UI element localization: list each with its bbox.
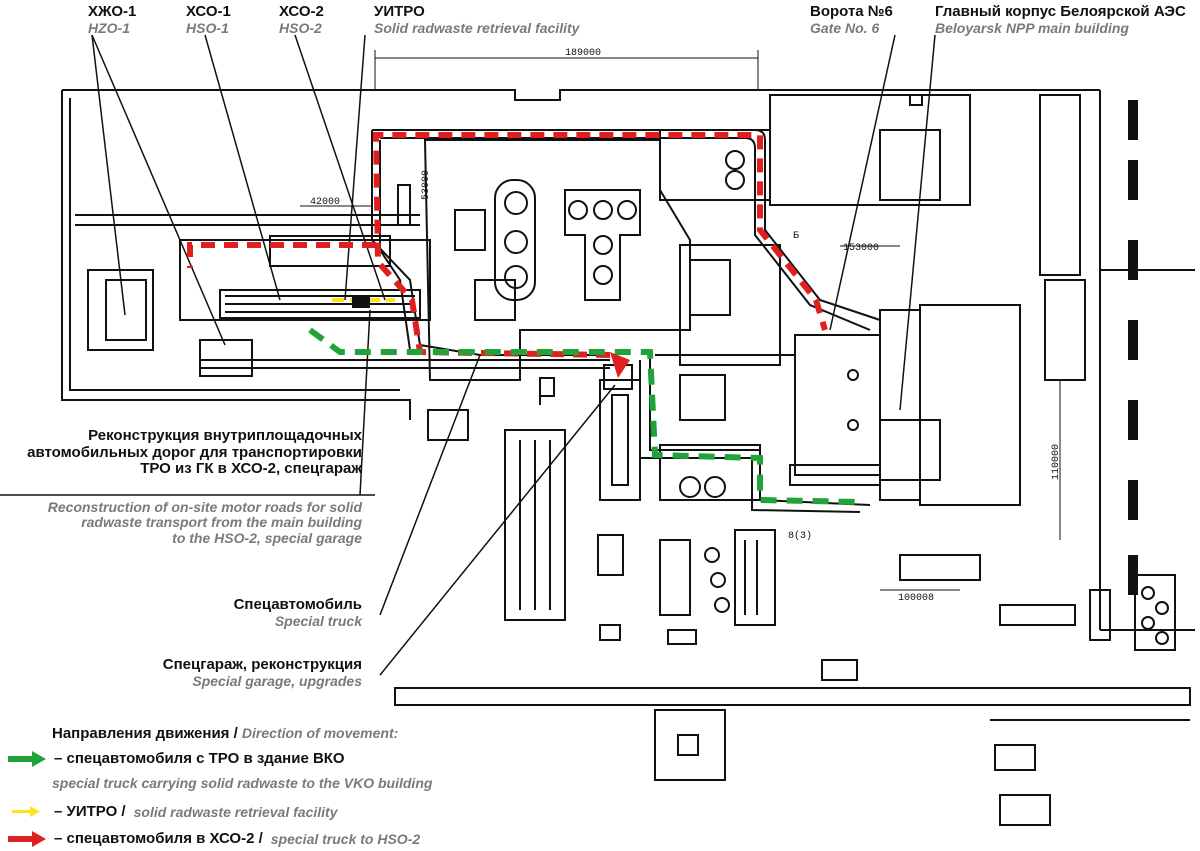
label-hso1-ru: ХСО-1 bbox=[186, 3, 231, 20]
label-hso2-ru: ХСО-2 bbox=[279, 3, 324, 20]
legend-item-green-ru: – спецавтомобиля с ТРО в здание ВКО bbox=[54, 750, 345, 767]
label-hso1: ХСО-1 HSO-1 bbox=[186, 3, 231, 36]
legend-item-yellow-en: solid radwaste retrieval facility bbox=[133, 803, 338, 820]
label-hso2: ХСО-2 HSO-2 bbox=[279, 3, 324, 36]
central-blocks bbox=[397, 139, 691, 381]
legend-title-en: Direction of movement: bbox=[241, 725, 399, 741]
column-markers bbox=[1128, 100, 1138, 595]
legend-item-green: – спецавтомобиля с ТРО в здание ВКО bbox=[8, 750, 345, 767]
label-gate6-ru: Ворота №6 bbox=[810, 3, 893, 20]
callout-truck-en: Special truck bbox=[274, 612, 362, 629]
callout-roads-en-2: radwaste transport from the main buildin… bbox=[81, 514, 362, 531]
dimension-189000: 189000 bbox=[565, 48, 601, 59]
special-truck-icon bbox=[352, 296, 370, 308]
legend-title: Направления движения / Direction of move… bbox=[52, 725, 398, 742]
legend-item-yellow-ru: – УИТРО / bbox=[54, 803, 126, 820]
mark-8-3: 8(3) bbox=[788, 530, 812, 542]
legend-item-red-ru: – спецавтомобиля в ХСО-2 / bbox=[54, 830, 263, 847]
label-uitro: УИТРО Solid radwaste retrieval facility bbox=[374, 3, 580, 36]
callout-roads: Реконструкция внутриплощадочных автомоби… bbox=[27, 427, 362, 478]
mark-b: Б bbox=[793, 231, 799, 242]
dimension-42000: 42000 bbox=[310, 197, 340, 208]
label-hso2-en: HSO-2 bbox=[279, 19, 322, 36]
leader-lines bbox=[0, 34, 936, 676]
callout-roads-en-1: Reconstruction of on-site motor roads fo… bbox=[47, 499, 362, 515]
callout-truck: Спецавтомобиль Special truck bbox=[233, 596, 362, 629]
label-main-building: Главный корпус Белоярской АЭС Beloyarsk … bbox=[935, 3, 1186, 36]
site-boundary bbox=[61, 89, 1191, 706]
legend-item-red-en: special truck to HSO-2 bbox=[270, 830, 421, 847]
dimension-texts: 189000 42000 53000 153000 110000 100008 … bbox=[310, 48, 1062, 604]
callout-roads-ru-2: автомобильных дорог для транспортировки bbox=[27, 443, 362, 461]
callout-roads-ru-3: ТРО из ГК в ХСО-2, спецгараж bbox=[140, 460, 362, 477]
callout-roads-en-3: to the HSO-2, special garage bbox=[172, 529, 362, 546]
red-route bbox=[187, 132, 828, 358]
callout-garage: Спецгараж, реконструкция Special garage,… bbox=[162, 656, 362, 689]
upper-right-blocks bbox=[659, 94, 1195, 631]
callout-garage-en: Special garage, upgrades bbox=[192, 672, 362, 689]
dimension-lines bbox=[300, 50, 1061, 591]
special-garage-icon bbox=[603, 352, 633, 390]
legend-item-yellow: – УИТРО / solid radwaste retrieval facil… bbox=[8, 803, 337, 820]
callout-garage-ru: Спецгараж, реконструкция bbox=[162, 656, 362, 673]
label-hzo1-ru: ХЖО-1 bbox=[88, 3, 137, 20]
red-arrow-icon bbox=[8, 830, 46, 847]
label-main-building-ru: Главный корпус Белоярской АЭС bbox=[935, 3, 1186, 20]
label-uitro-en: Solid radwaste retrieval facility bbox=[374, 19, 580, 36]
label-hzo1: ХЖО-1 HZO-1 bbox=[88, 3, 137, 36]
label-hso1-en: HSO-1 bbox=[186, 19, 229, 36]
callout-roads-ru-1: Реконструкция внутриплощадочных bbox=[88, 427, 362, 444]
label-gate6: Ворота №6 Gate No. 6 bbox=[810, 3, 893, 36]
label-main-building-en: Beloyarsk NPP main building bbox=[935, 19, 1129, 36]
legend-item-green-en: special truck carrying solid radwaste to… bbox=[52, 775, 433, 791]
dimension-100008: 100008 bbox=[898, 593, 934, 604]
left-buildings bbox=[75, 214, 431, 377]
legend-item-red: – спецавтомобиля в ХСО-2 / special truck… bbox=[8, 830, 420, 847]
callout-truck-ru: Спецавтомобиль bbox=[233, 596, 362, 613]
lower-blocks bbox=[427, 377, 1190, 826]
main-building-block bbox=[599, 244, 1021, 506]
legend-title-ru: Направления движения / bbox=[52, 725, 238, 742]
green-arrow-icon bbox=[8, 750, 46, 767]
label-uitro-ru: УИТРО bbox=[374, 3, 425, 20]
yellow-arrow-icon bbox=[12, 805, 40, 817]
label-hzo1-en: HZO-1 bbox=[88, 19, 130, 36]
dimension-153000: 153000 bbox=[843, 243, 879, 254]
dimension-53000: 53000 bbox=[421, 170, 432, 200]
callout-roads-en: Reconstruction of on-site motor roads fo… bbox=[47, 499, 362, 546]
dimension-110000: 110000 bbox=[1051, 444, 1062, 480]
green-route bbox=[308, 327, 861, 505]
label-gate6-en: Gate No. 6 bbox=[810, 19, 880, 36]
